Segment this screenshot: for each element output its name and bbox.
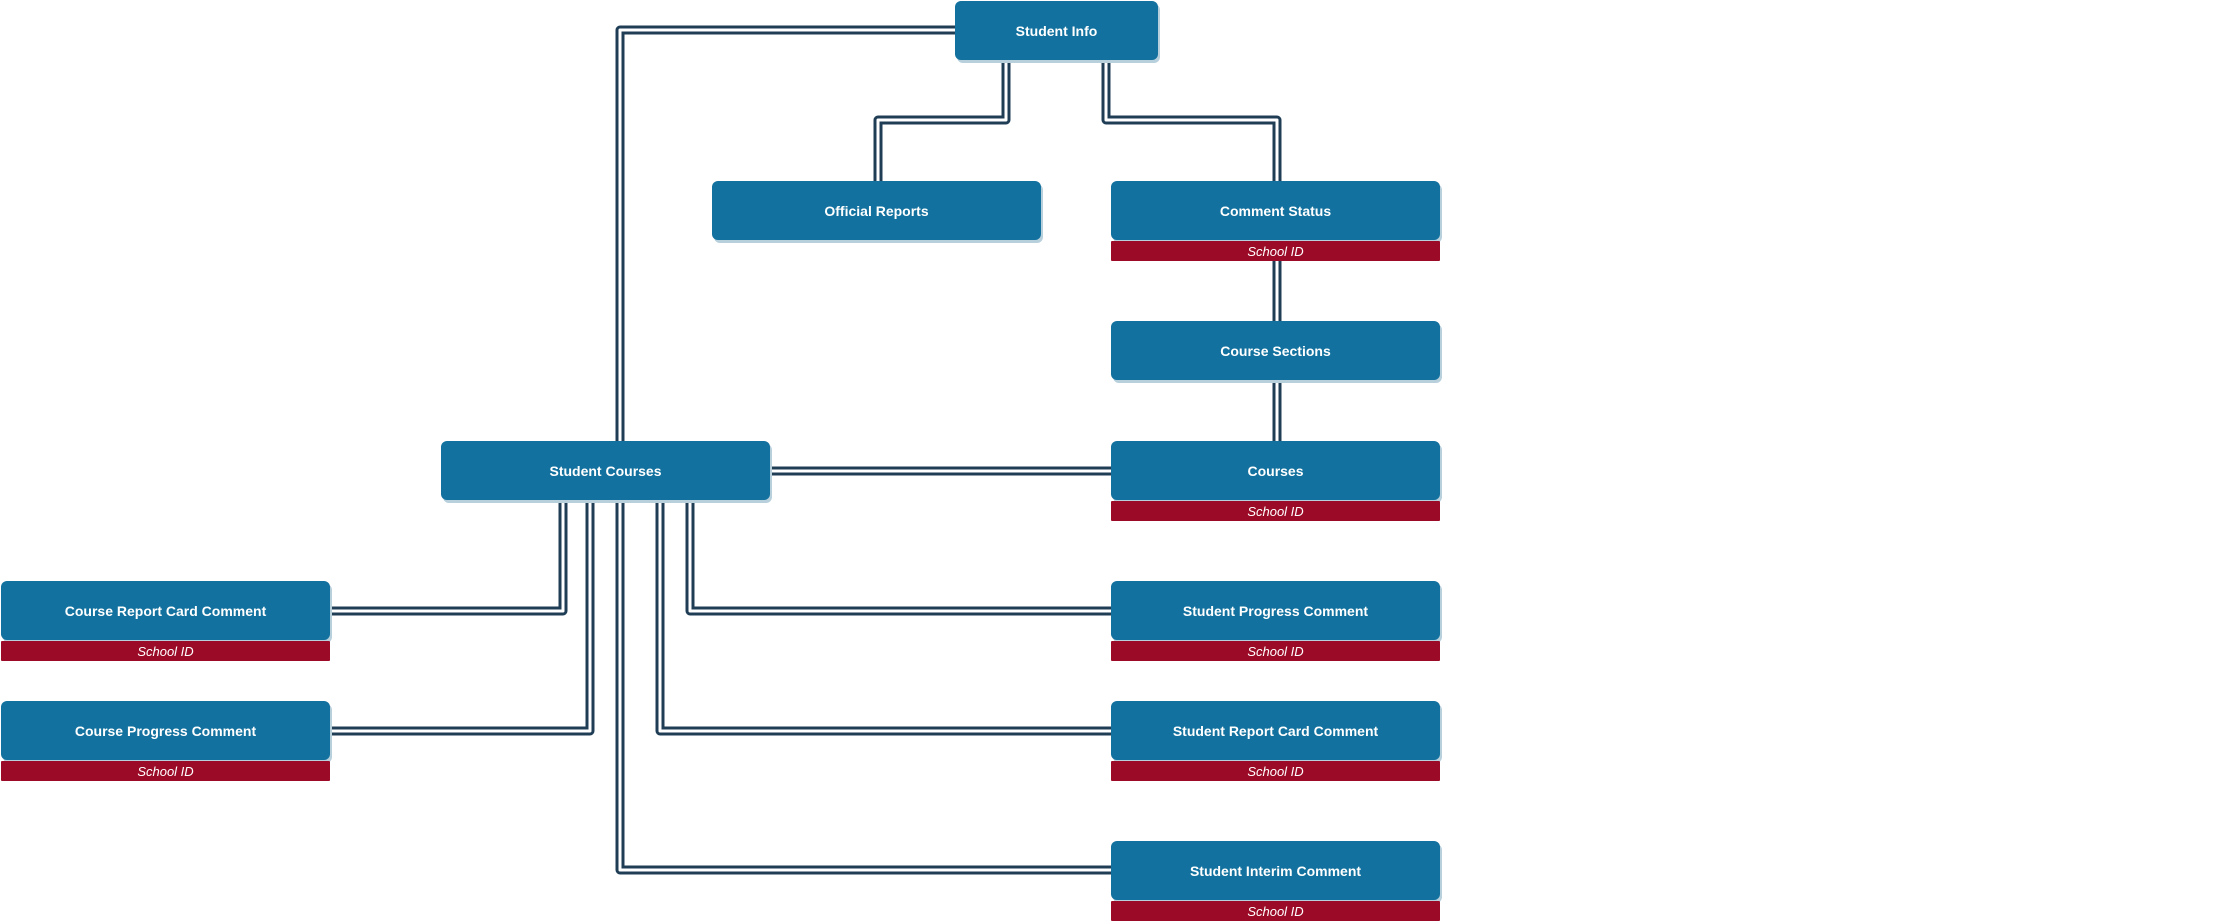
node-course-report-card-comment[interactable]: Course Report Card Comment <box>1 581 330 640</box>
node-tag-school-id: School ID <box>1111 761 1440 781</box>
node-label: Course Progress Comment <box>74 722 257 739</box>
connector-line-inner <box>618 500 1111 872</box>
node-label: Courses <box>1247 462 1304 479</box>
node-tag-school-id: School ID <box>1 641 330 661</box>
connector-line-inner <box>1104 60 1279 181</box>
connector-student-courses-to-course-progress-comment <box>330 500 595 736</box>
node-label: Student Info <box>1015 22 1098 39</box>
node-course-progress-comment[interactable]: Course Progress Comment <box>1 701 330 760</box>
node-student-progress-comment[interactable]: Student Progress Comment <box>1111 581 1440 640</box>
node-official-reports[interactable]: Official Reports <box>712 181 1041 240</box>
node-label: Comment Status <box>1219 202 1332 219</box>
node-course-sections[interactable]: Course Sections <box>1111 321 1440 380</box>
connector-line <box>685 500 1111 616</box>
connector-line-inner <box>876 60 1008 181</box>
node-tag-school-id: School ID <box>1111 501 1440 521</box>
connector-student-courses-to-student-progress-comment <box>685 500 1111 616</box>
connector-line-inner <box>658 500 1111 733</box>
node-tag-school-id: School ID <box>1111 241 1440 261</box>
node-comment-status[interactable]: Comment Status <box>1111 181 1440 240</box>
node-label: Student Interim Comment <box>1189 862 1362 879</box>
node-student-courses[interactable]: Student Courses <box>441 441 770 500</box>
node-courses[interactable]: Courses <box>1111 441 1440 500</box>
connector-line-inner <box>688 500 1111 613</box>
node-label: Student Report Card Comment <box>1172 722 1379 739</box>
connector-student-info-to-student-courses <box>615 25 955 441</box>
connector-student-courses-to-student-interim-comment <box>615 500 1111 875</box>
node-student-info[interactable]: Student Info <box>955 1 1158 60</box>
node-student-report-card-comment[interactable]: Student Report Card Comment <box>1111 701 1440 760</box>
connector-student-info-to-comment-status <box>1101 60 1282 181</box>
connector-line <box>330 500 568 616</box>
node-label: Course Report Card Comment <box>64 602 267 619</box>
node-label: Official Reports <box>824 202 929 219</box>
connector-student-info-to-official-reports <box>873 60 1011 181</box>
connector-line-inner <box>618 28 955 441</box>
connector-student-courses-to-course-report-card-comment <box>330 500 568 616</box>
node-label: Student Progress Comment <box>1182 602 1369 619</box>
node-student-interim-comment[interactable]: Student Interim Comment <box>1111 841 1440 900</box>
connector-line-inner <box>330 500 592 733</box>
node-tag-school-id: School ID <box>1111 901 1440 921</box>
node-label: Course Sections <box>1220 342 1331 359</box>
connector-line-inner <box>330 500 565 613</box>
connector-student-courses-to-student-report-card-comment <box>655 500 1111 736</box>
node-tag-school-id: School ID <box>1111 641 1440 661</box>
node-label: Student Courses <box>549 462 662 479</box>
node-tag-school-id: School ID <box>1 761 330 781</box>
